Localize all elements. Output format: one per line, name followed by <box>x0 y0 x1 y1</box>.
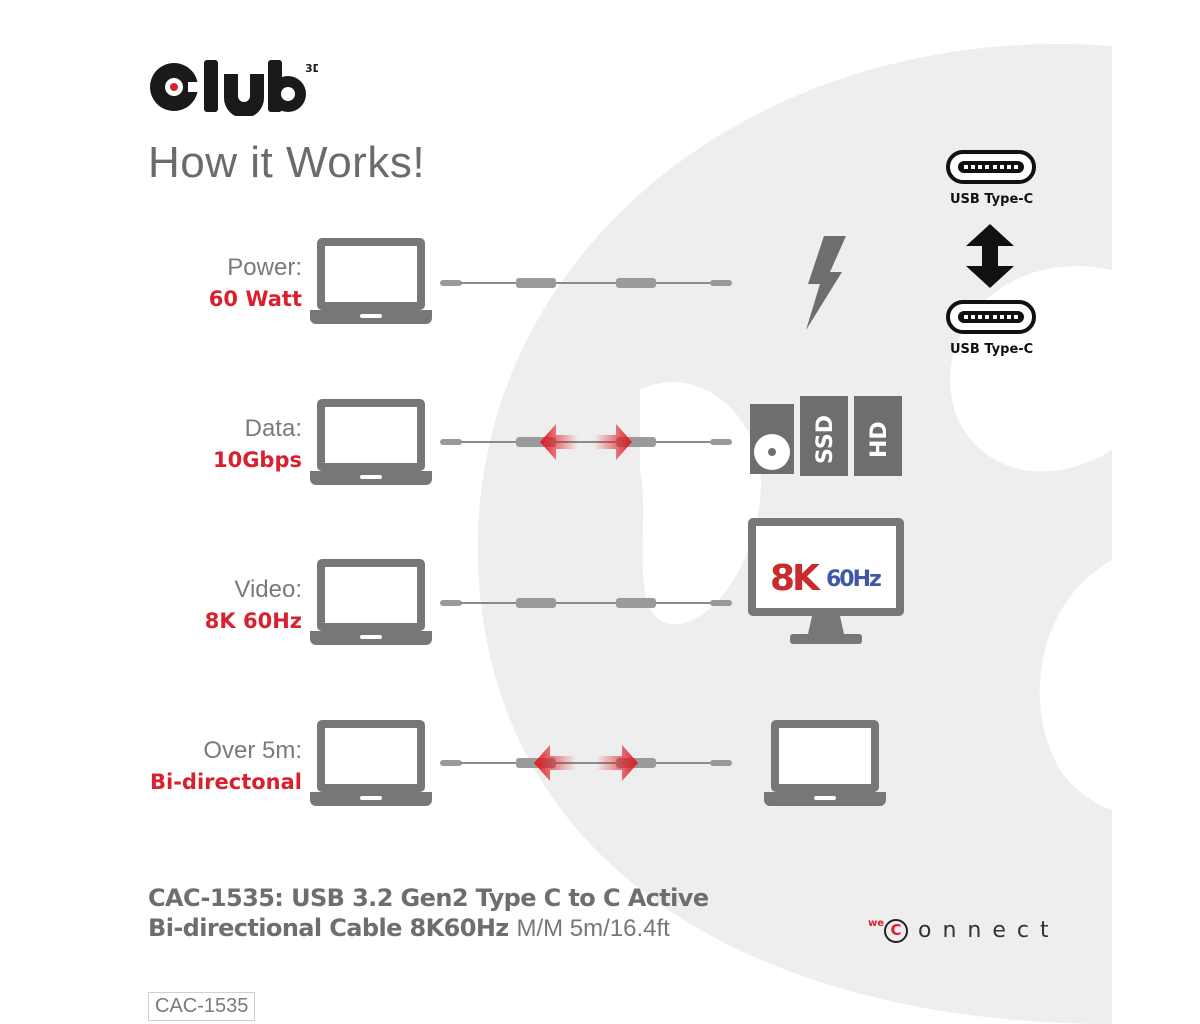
bidirectional-arrow-icon <box>540 424 632 460</box>
row-power-label: Power: 60 Watt <box>209 252 302 314</box>
monitor-8k-text: 8K <box>770 558 821 599</box>
monitor-icon: 8K 60Hz <box>748 518 904 644</box>
ssd-label: SSD <box>813 415 838 464</box>
laptop-icon <box>764 720 886 806</box>
weconnect-prefix: we <box>868 918 885 929</box>
row-distance-value: Bi-directonal <box>150 770 302 794</box>
usb-c-cable <box>440 598 732 608</box>
product-title-line2-light: M/M 5m/16.4ft <box>516 915 670 942</box>
weconnect-initial: C <box>884 919 909 943</box>
product-title-line1: CAC-1535: USB 3.2 Gen2 Type C to C Activ… <box>148 884 709 912</box>
double-arrow-vertical-icon <box>966 224 1014 288</box>
monitor-60hz-text: 60Hz <box>826 567 881 592</box>
weconnect-rest: onnect <box>918 918 1060 943</box>
laptop-icon <box>310 399 432 485</box>
lightning-bolt-icon <box>806 236 846 330</box>
row-data-label: Data: 10Gbps <box>213 413 302 475</box>
row-data-value: 10Gbps <box>212 448 302 472</box>
product-title-line2-bold: Bi-directional Cable 8K60Hz <box>148 914 509 942</box>
usb-c-port-icon <box>946 300 1036 334</box>
brand-superscript: 3D <box>305 62 318 75</box>
laptop-icon <box>310 720 432 806</box>
row-distance-title: Over 5m: <box>203 737 302 764</box>
row-power-value: 60 Watt <box>208 287 302 311</box>
laptop-icon <box>310 559 432 645</box>
bidirectional-arrow-icon <box>534 745 638 781</box>
club3d-logo: 3D <box>150 60 318 116</box>
laptop-icon <box>310 238 432 324</box>
product-title-line2: Bi-directional Cable 8K60Hz M/M 5m/16.4f… <box>148 914 670 943</box>
usb-c-cable <box>440 278 732 288</box>
sku-badge: CAC-1535 <box>148 992 256 1021</box>
usb-c-port-icon <box>946 150 1036 184</box>
hd-label: HD <box>867 421 892 458</box>
row-distance-label: Over 5m: Bi-directonal <box>150 735 302 797</box>
row-video-label: Video: 8K 60Hz <box>205 574 302 636</box>
row-power-title: Power: <box>227 254 302 281</box>
usb-c-top-label: USB Type-C <box>950 192 1034 207</box>
page-title: How it Works! <box>148 138 426 187</box>
row-video-value: 8K 60Hz <box>204 609 302 633</box>
row-video-title: Video: <box>234 576 302 603</box>
storage-drives-icon: SSD HD <box>750 396 902 476</box>
usb-c-bottom-label: USB Type-C <box>950 342 1034 357</box>
row-data-title: Data: <box>244 415 302 442</box>
